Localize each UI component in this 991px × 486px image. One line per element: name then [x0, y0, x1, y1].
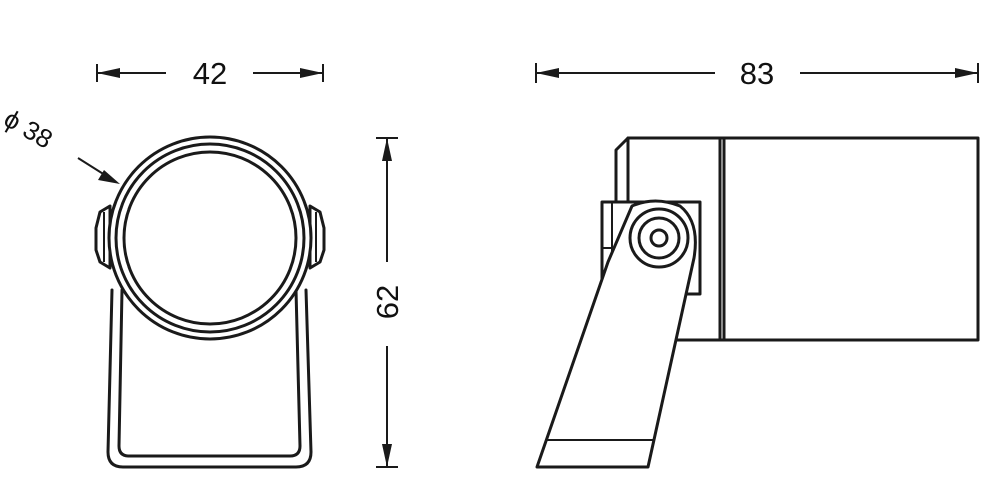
- front-outer-ring: [107, 135, 313, 341]
- dim-length-arrow-right: [955, 68, 978, 78]
- dimension-length-side: 83: [535, 56, 979, 91]
- side-pivot-inner: [637, 216, 681, 260]
- dim-width-arrow-right: [300, 68, 323, 78]
- front-middle-ring: [114, 142, 306, 334]
- dim-diameter-label: ϕ 38: [0, 103, 58, 154]
- dim-length-label: 83: [740, 56, 774, 91]
- front-lens: [122, 150, 298, 326]
- dim-length-arrow-left: [536, 68, 559, 78]
- dim-width-arrow-left: [97, 68, 120, 78]
- dim-height-arrow-bottom: [382, 444, 392, 467]
- dim-height-arrow-top: [382, 138, 392, 161]
- dimension-height: 62: [370, 137, 405, 468]
- dim-diameter-arrow: [98, 170, 120, 184]
- dim-width-label: 42: [193, 56, 227, 91]
- side-view: [535, 136, 980, 469]
- front-view: [94, 135, 326, 469]
- dim-height-label: 62: [370, 285, 405, 319]
- side-pivot-bolt: [649, 228, 669, 248]
- dimension-diameter: ϕ 38: [0, 103, 120, 184]
- front-bracket-inner: [117, 288, 302, 458]
- dimension-width-front: 42: [96, 56, 324, 91]
- front-bracket-outer: [106, 288, 313, 469]
